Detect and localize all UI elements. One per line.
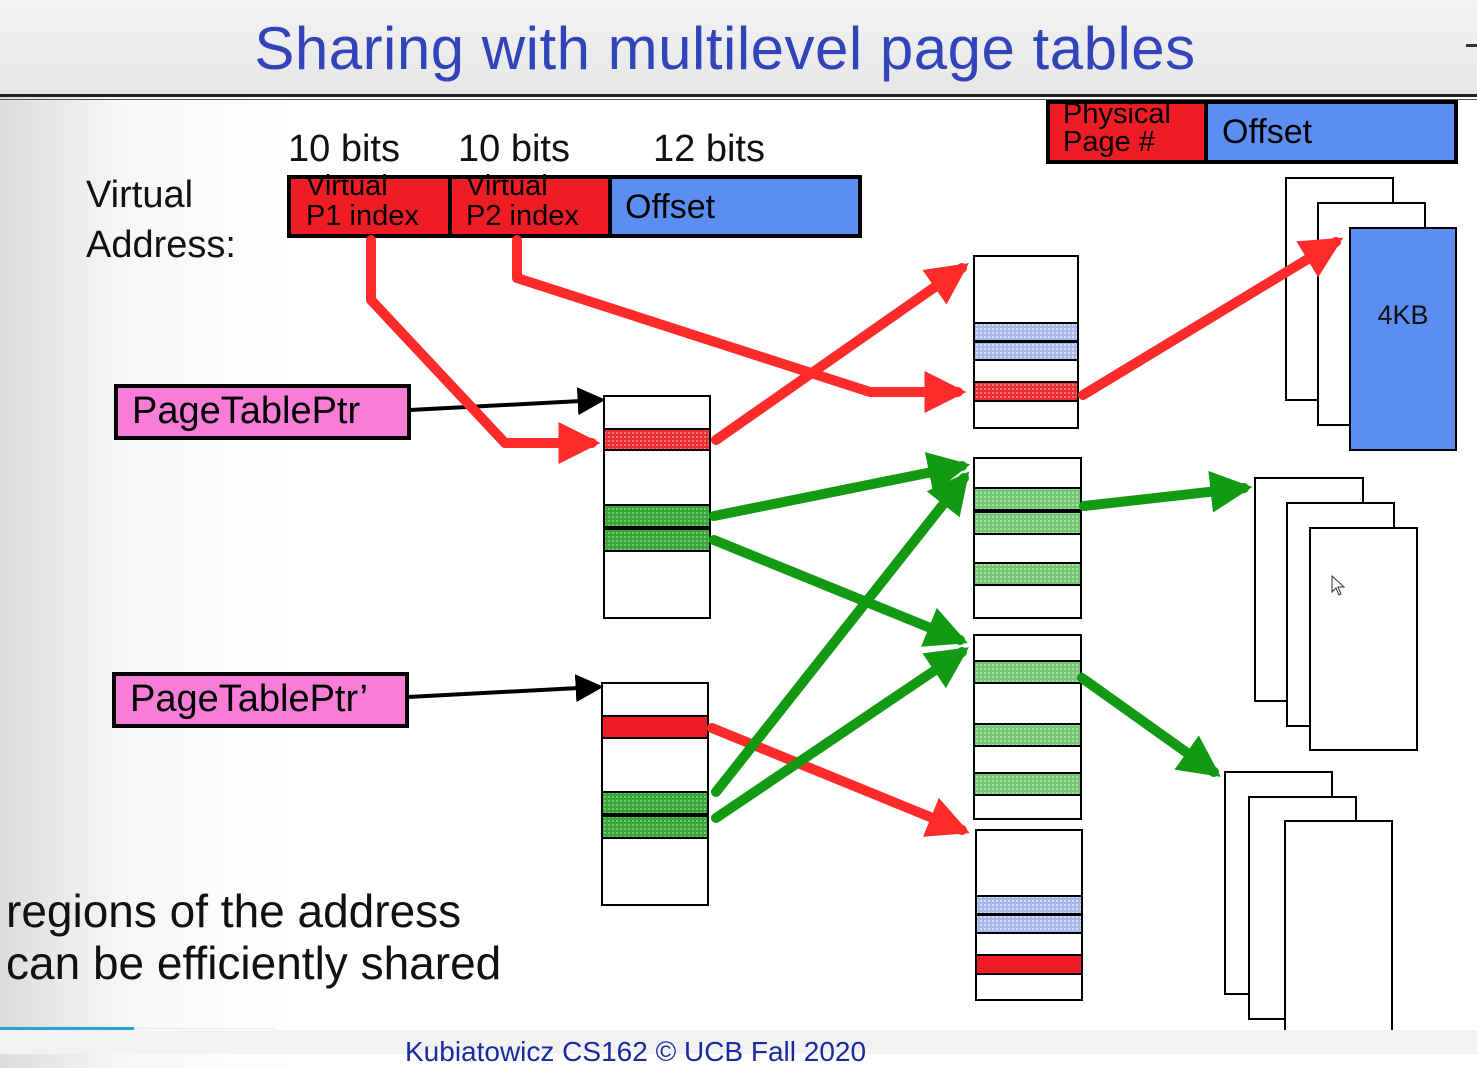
offset-field — [608, 175, 862, 238]
physical-offset-field — [1204, 100, 1458, 164]
page-table-ptr-label: PageTablePtr — [132, 390, 361, 432]
footer-credit: Kubiatowicz CS162 © UCB Fall 2020 — [405, 1036, 867, 1067]
table-entry-green — [601, 791, 709, 815]
offset-field-label: Offset — [625, 188, 716, 226]
table-entry-green — [603, 528, 711, 552]
ptr-prime-arrow — [407, 674, 604, 703]
physical-page-field — [1046, 100, 1208, 164]
page-table-ptr-prime-box — [112, 672, 409, 728]
table-entry-blue — [973, 322, 1079, 342]
green-arrow — [1077, 673, 1221, 777]
red-arrows — [366, 235, 1344, 837]
physical-offset-label: Offset — [1222, 113, 1313, 151]
p2-index-arrow — [512, 235, 967, 413]
title-divider-thin — [0, 99, 1477, 100]
red-l2-to-page-arrow — [1078, 237, 1344, 400]
ptr-arrow — [409, 387, 606, 416]
table-entry-red — [603, 428, 711, 451]
physical-page-label-line2: Page # — [1063, 126, 1155, 158]
p2-field-label-line1: Virtual — [466, 170, 548, 202]
caption-line1: regions of the address — [6, 885, 462, 937]
p2-bits-label: 10 bits — [458, 128, 570, 170]
green-arrow — [711, 471, 970, 797]
table-entry-green — [973, 562, 1082, 586]
page-table-ptr-prime-label: PageTablePtr’ — [130, 678, 369, 720]
page-table-ptr-box — [114, 384, 411, 440]
footer-progress-track — [134, 1028, 274, 1029]
p1-index-arrow — [366, 235, 601, 464]
page-stack-1 — [1285, 177, 1457, 451]
green-arrow — [709, 452, 971, 521]
table-entry-green — [973, 772, 1082, 796]
caption-line2: can be efficiently shared — [6, 937, 502, 989]
level2-table-4 — [975, 829, 1083, 1001]
physical-page-label-line1: Physical — [1063, 98, 1171, 130]
green-arrow — [709, 535, 968, 647]
p2-field-label-line2: P2 index — [466, 200, 579, 232]
table-entry-red — [973, 381, 1079, 402]
level1-table-a — [603, 395, 711, 619]
table-entry-green — [973, 511, 1082, 535]
table-entry-green — [601, 815, 709, 839]
virtual-address-label-line2: Address: — [86, 224, 236, 266]
p1-bits-label: 10 bits — [288, 128, 400, 170]
red-l1a-to-l2-arrow — [711, 263, 969, 445]
mouse-cursor-icon — [1331, 574, 1346, 596]
virtual-address-label-line1: Virtual — [86, 174, 194, 216]
table-entry-green — [973, 487, 1082, 511]
slide-title: Sharing with multilevel page tables — [254, 15, 1196, 82]
footer-band — [0, 1030, 1477, 1054]
level2-table-3 — [973, 634, 1082, 820]
table-entry-red — [975, 954, 1083, 975]
page-stack-2 — [1254, 477, 1418, 751]
p1-field-label-line1: Virtual — [306, 170, 388, 202]
title-bar — [0, 0, 1477, 96]
table-entry-green — [973, 660, 1082, 684]
physical-address-fields — [1046, 100, 1458, 164]
green-arrows — [709, 452, 1253, 823]
offset-bits-label: 12 bits — [653, 128, 765, 170]
page-stack-3 — [1224, 771, 1393, 1044]
green-arrow — [1079, 470, 1253, 513]
p1-field-label-line2: P1 index — [306, 200, 419, 232]
green-arrow — [711, 647, 969, 823]
footer-progress-line — [0, 1027, 134, 1030]
table-entry-green — [973, 723, 1082, 747]
table-entry-green — [603, 504, 711, 528]
table-entry-red — [601, 715, 709, 739]
table-entry-blue — [973, 341, 1079, 361]
level2-table-1 — [973, 255, 1079, 429]
table-entry-blue — [975, 914, 1083, 934]
level2-table-2 — [973, 457, 1082, 619]
level1-table-b — [601, 682, 709, 906]
corner-mark — [1466, 44, 1477, 47]
title-divider — [0, 94, 1477, 97]
page-size-label: 4KB — [1377, 300, 1429, 330]
page-4kb — [1349, 227, 1457, 451]
table-entry-blue — [975, 895, 1083, 915]
